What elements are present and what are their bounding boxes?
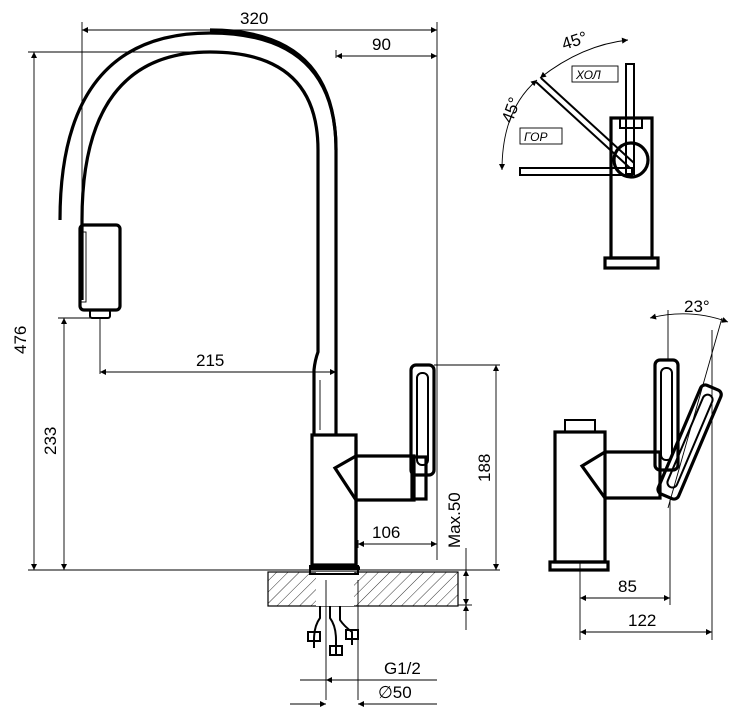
side-view: 23° 85 122 <box>548 297 729 640</box>
dim-d50-label: ∅50 <box>378 683 412 702</box>
dim-215-label: 215 <box>196 351 224 370</box>
rotation-view: ХОЛ ГОР 45° 45° <box>498 28 660 270</box>
dim-476-label: 476 <box>11 326 30 354</box>
rotate-right-label: 45° <box>559 28 589 54</box>
spout <box>58 28 338 435</box>
dim-188-label: 188 <box>475 454 494 482</box>
dim-320-label: 320 <box>240 9 268 28</box>
dim-106-label: 106 <box>372 523 400 542</box>
dim-233-label: 233 <box>41 427 60 455</box>
main-dimension-lines <box>28 22 500 707</box>
dim-122-label: 122 <box>628 611 656 630</box>
cold-label: ХОЛ <box>575 68 602 82</box>
pull-out-head <box>78 223 122 374</box>
dim-max50-label: Max.50 <box>445 492 464 548</box>
tilt-label: 23° <box>684 297 710 316</box>
dim-85-label: 85 <box>618 577 637 596</box>
hot-label: ГОР <box>524 130 547 144</box>
countertop <box>267 565 459 607</box>
rotate-arc-left <box>499 79 538 171</box>
dim-g12-label: G1/2 <box>384 659 421 678</box>
tilt-arc <box>649 313 729 323</box>
rotate-arc-right <box>539 37 629 79</box>
supply-hoses <box>307 580 359 700</box>
dim-90-label: 90 <box>372 35 391 54</box>
main-view: 320 90 476 233 215 188 Max.50 106 G1/2 ∅… <box>11 9 500 707</box>
